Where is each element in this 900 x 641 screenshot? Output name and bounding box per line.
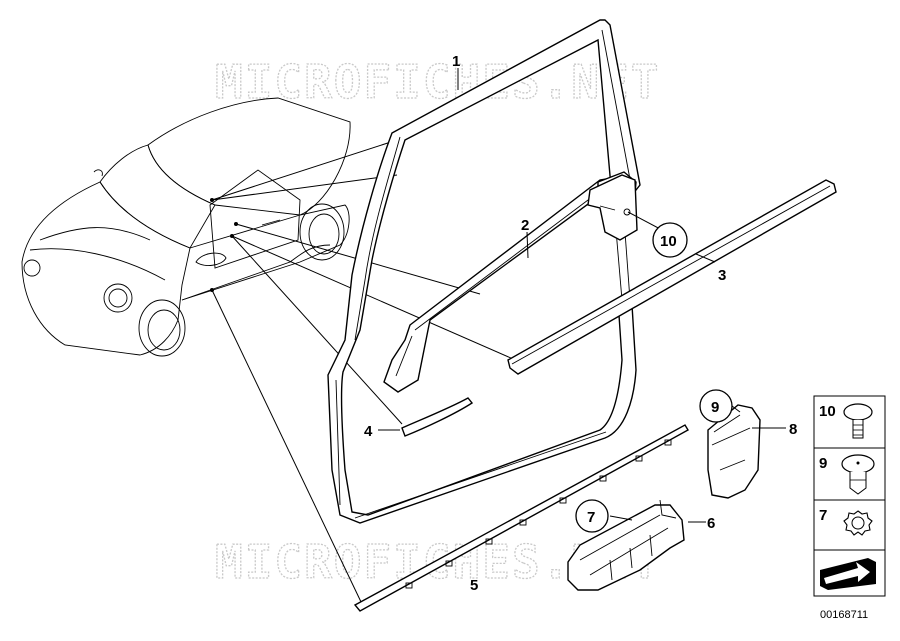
legend-panel: 10 9 7	[813, 395, 886, 597]
callout-9: 9	[711, 399, 719, 416]
callout-10: 10	[660, 233, 677, 250]
callout-8: 8	[789, 421, 797, 438]
clip-icon	[843, 403, 873, 439]
callout-10-circle	[652, 222, 688, 258]
part-10-bracket	[587, 174, 638, 241]
callout-1: 1	[452, 53, 460, 70]
diagram-id: 00168711	[820, 609, 868, 621]
callout-6: 6	[707, 515, 715, 532]
legend-label-10: 10	[819, 403, 836, 420]
part-5-sill-strip	[353, 424, 689, 612]
callout-labels: 1 2 3 4 5 6 8 7 9 10	[364, 53, 797, 594]
callout-9-circle	[699, 389, 733, 423]
rivet-icon	[841, 454, 875, 495]
part-8-pillar-cap	[707, 404, 761, 499]
part-1-door-seal	[327, 19, 641, 524]
legend-label-9: 9	[819, 455, 827, 472]
watermark-top: MICROFICHES.NET	[215, 55, 660, 109]
callout-7: 7	[587, 509, 595, 526]
legend-label-7: 7	[819, 507, 827, 524]
callout-3: 3	[718, 267, 726, 284]
washer-icon	[843, 510, 873, 536]
part-6-lower-bracket	[567, 499, 685, 591]
car-illustration	[21, 97, 351, 357]
callout-4: 4	[364, 423, 373, 440]
callout-2: 2	[521, 217, 529, 234]
car-leader-lines	[211, 139, 521, 605]
part-3-outer-strip	[507, 179, 837, 375]
part-4-trim-strip	[401, 397, 474, 437]
arrow-icon	[820, 558, 876, 590]
callout-5: 5	[470, 577, 478, 594]
callout-7-circle	[575, 499, 609, 533]
